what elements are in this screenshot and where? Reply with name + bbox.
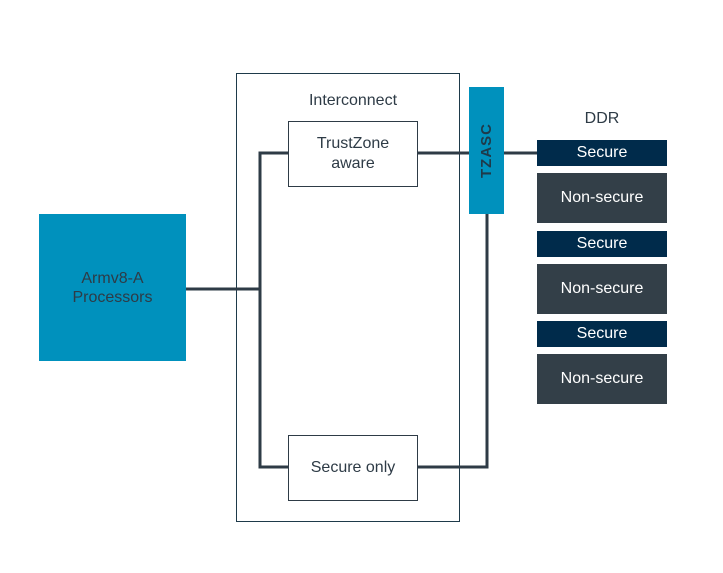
- ddr-label: DDR: [584, 110, 620, 127]
- trustzone-label: TrustZone aware: [316, 135, 390, 172]
- secure-only-block: Secure only: [288, 435, 418, 501]
- ddr-region-secure: Secure: [537, 321, 667, 347]
- ddr-region-nonsecure: Non-secure: [537, 173, 667, 223]
- bus-vertical-line: [258, 151, 288, 469]
- tzasc-block: TZASC: [469, 87, 504, 214]
- ddr-region-secure: Secure: [537, 140, 667, 166]
- ddr-region-label: Non-secure: [560, 280, 644, 297]
- ddr-region-label: Non-secure: [560, 370, 644, 387]
- ddr-region-nonsecure: Non-secure: [537, 354, 667, 404]
- processor-label: Armv8-A Processors: [72, 269, 153, 306]
- ddr-region-nonsecure: Non-secure: [537, 264, 667, 314]
- ddr-region-label: Non-secure: [560, 189, 644, 206]
- ddr-region-label: Secure: [576, 235, 628, 252]
- tzasc-label: TZASC: [478, 123, 495, 178]
- interconnect-label: Interconnect: [308, 92, 398, 109]
- ddr-region-label: Secure: [576, 325, 628, 342]
- secure-only-to-tzasc-line: [418, 214, 489, 469]
- secure-only-label: Secure only: [310, 459, 396, 476]
- ddr-region-label: Secure: [576, 144, 628, 161]
- armv8-processor-block: Armv8-A Processors: [39, 214, 186, 361]
- ddr-region-secure: Secure: [537, 231, 667, 257]
- trustzone-aware-block: TrustZone aware: [288, 121, 418, 187]
